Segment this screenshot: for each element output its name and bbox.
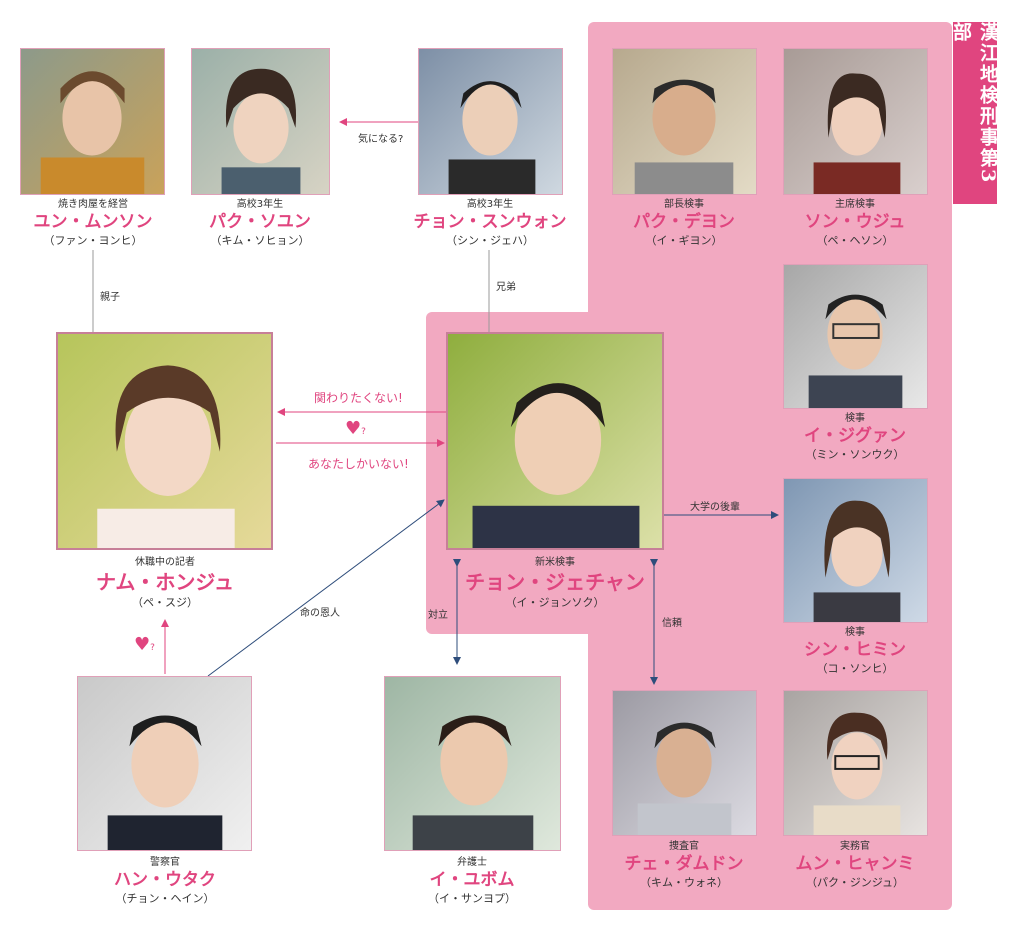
heart-icon: ♥? <box>345 418 366 439</box>
relation-savior: 命の恩人 <box>300 608 340 619</box>
photo-lee-yubom <box>384 676 561 851</box>
caption-choi: 捜査官 チェ・ダムドン （キム・ウォネ） <box>624 841 744 889</box>
photo-shin <box>783 478 928 623</box>
relation-trust: 信頼 <box>662 618 682 629</box>
photo-mun <box>783 690 928 836</box>
relation-only-you: あなたしかいない! <box>308 457 409 471</box>
caption-yun: 焼き肉屋を経営 ユン・ムンソン （ファン・ヨンヒ） <box>33 199 153 247</box>
relation-curious: 気になる? <box>358 134 404 145</box>
caption-son: 主席検事 ソン・ウジュ （ペ・ヘソン） <box>804 199 906 247</box>
relation-parent: 親子 <box>100 292 120 303</box>
caption-park-soyun: 高校3年生 パク・ソユン （キム・ソヒョン） <box>209 199 311 247</box>
photo-han <box>77 676 252 851</box>
caption-lee-jiguang: 検事 イ・ジグァン （ミン・ソンウク） <box>804 413 906 461</box>
caption-park-deyon: 部長検事 パク・デヨン （イ・ギヨン） <box>633 199 735 247</box>
relation-rivalry: 対立 <box>428 610 448 621</box>
caption-nam: 休職中の記者 ナム・ホンジュ （ペ・スジ） <box>96 557 234 609</box>
photo-jeong <box>446 332 664 550</box>
relation-junior: 大学の後輩 <box>690 502 740 513</box>
relation-brothers: 兄弟 <box>496 282 516 293</box>
heart-icon-han: ♥? <box>134 634 155 655</box>
photo-lee-jiguang <box>783 264 928 409</box>
caption-shin: 検事 シン・ヒミン （コ・ソンヒ） <box>804 627 906 675</box>
photo-seungwon <box>418 48 563 195</box>
photo-choi <box>612 690 757 836</box>
photo-yun <box>20 48 165 195</box>
caption-lee-yubom: 弁護士 イ・ユボム （イ・サンヨプ） <box>428 857 516 905</box>
relation-dont-want: 関わりたくない! <box>314 391 403 405</box>
photo-son <box>783 48 928 195</box>
photo-park-soyun <box>191 48 330 195</box>
team-label: 漢江地検刑事第3部 <box>950 22 999 204</box>
caption-jeong: 新米検事 チョン・ジェチャン （イ・ジョンソク） <box>465 557 645 609</box>
heart-question-mark: ? <box>361 427 366 437</box>
caption-mun: 実務官 ムン・ヒャンミ （パク・ジンジュ） <box>795 841 915 889</box>
photo-nam <box>56 332 273 550</box>
caption-seungwon: 高校3年生 チョン・スンウォン （シン・ジェハ） <box>413 199 567 247</box>
caption-han: 警察官 ハン・ウタク （チョン・ヘイン） <box>114 857 216 905</box>
photo-park-deyon <box>612 48 757 195</box>
heart-question-mark-han: ? <box>150 643 155 653</box>
